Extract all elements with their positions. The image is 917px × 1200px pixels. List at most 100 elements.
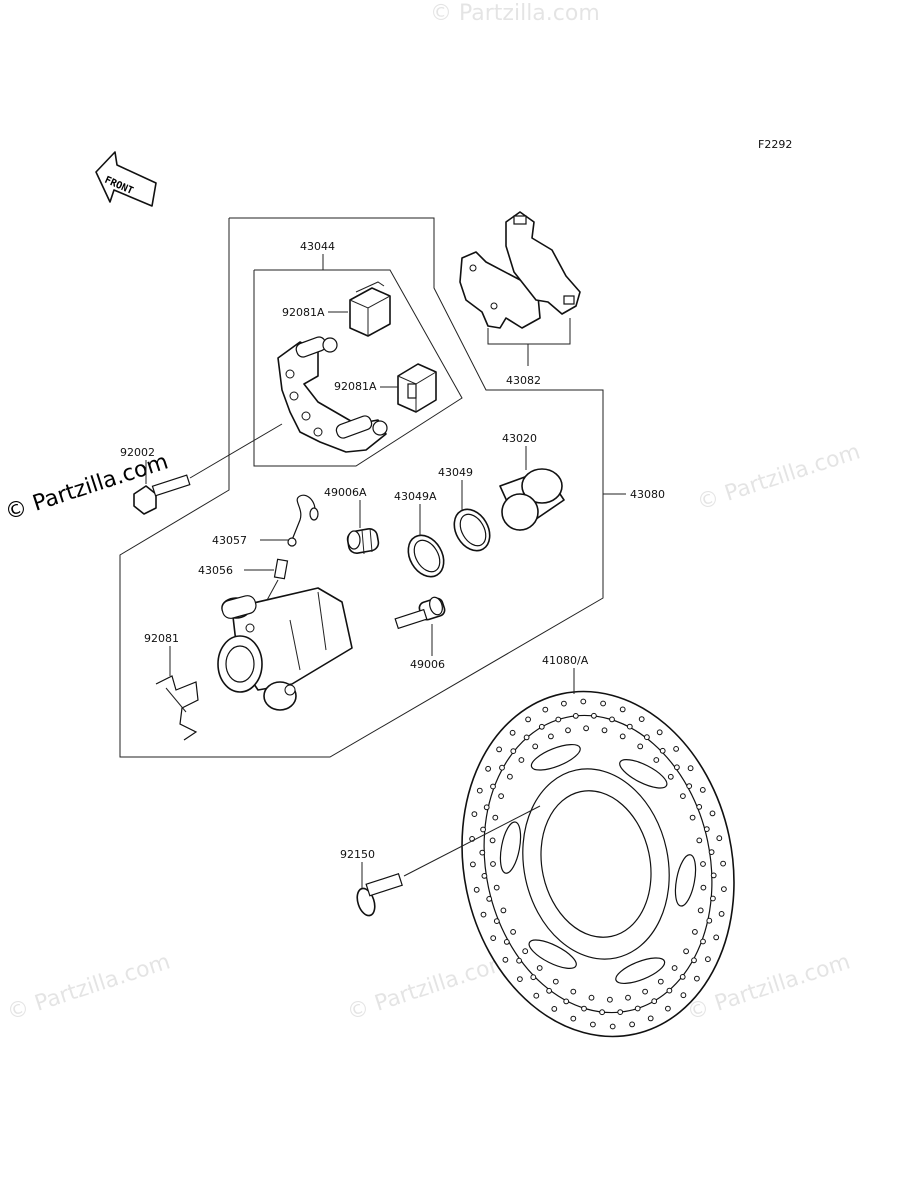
assembly-outline-43080 [119,217,604,758]
disc-hole [644,734,650,741]
disc-hole [498,793,505,799]
seal-43049 [453,508,491,552]
leader-92002-axis [189,423,283,479]
disc-hole [572,713,579,719]
disc-hole [563,998,570,1005]
disc-hole [700,938,706,945]
disc-hole [619,733,626,740]
disc-hole [601,727,608,734]
brake-pad-front [459,251,541,329]
disc-hole [656,729,663,736]
disc-hole [518,757,525,763]
disc-hole [686,783,693,789]
watermark-text: © Partzilla.com [4,949,173,1025]
label-43020: 43020 [502,432,537,445]
label-92002: 92002 [120,446,155,459]
disc-hole [570,1015,577,1022]
disc-hole [470,861,476,868]
disc-hole [500,907,507,914]
piston-43020 [499,468,565,531]
disc-hole [609,716,615,723]
disc-hole [551,1006,558,1012]
disc-hole [647,1015,654,1022]
disc-hole [696,837,703,844]
figure-code: F2292 [758,138,792,151]
label-49006: 49006 [410,658,445,671]
disc-hole [536,965,543,971]
disc-hole [496,746,503,753]
disc-hole [671,965,678,971]
brake-pad-rear [505,211,581,315]
disc-hole [522,948,529,955]
front-arrow-icon: FRONT [95,151,157,207]
disc-hole [510,929,516,935]
boot-92081A-lower [397,363,437,413]
label-92081A-upper: 92081A [282,306,325,319]
watermark-text: © Partzilla.com [694,439,863,515]
disc-hole [530,974,537,981]
disc-hole [480,826,487,833]
label-43057: 43057 [212,534,247,547]
disc-hole [538,723,545,730]
disc-hole [507,773,513,780]
leader-92150-axis [403,805,541,877]
disc-hole [626,723,633,730]
label-43056: 43056 [198,564,233,577]
disc-slot [615,957,666,985]
disc-hole [680,992,687,999]
label-43049A: 43049A [394,490,437,503]
disc-hole [476,787,483,794]
disc-hole [489,837,496,844]
disc-hole [490,861,496,867]
disc-hole [490,935,497,941]
disc-hole [542,706,549,713]
disc-hole [493,918,500,924]
disc-hole [516,957,522,964]
disc-hole [694,975,700,982]
disc-hole [492,814,499,821]
disc-hole [697,907,704,914]
disc-hole [581,1005,587,1012]
disc-hole [653,757,660,763]
disc-hole [555,716,562,723]
watermark-text: © Partzilla.com [430,1,600,26]
disc-hole [503,939,510,945]
disc-hole [651,998,658,1005]
bolt-92150 [356,873,403,917]
disc-hole [493,884,500,891]
disc-hole [721,886,727,892]
disc-hole [713,934,720,941]
disc-hole [552,978,559,985]
disc-hole [691,957,697,964]
disc-hole [716,835,723,842]
disc-hole [700,861,706,867]
dust-boot-49006A [346,527,380,555]
disc-hole [502,956,509,963]
disc-hole [591,712,597,719]
disc-hole [680,793,686,799]
caliper-bracket [277,336,388,453]
disc-hole [580,698,587,705]
disc-hole [619,706,626,713]
disc-hole [483,804,490,811]
disc-hole [481,873,488,879]
disc-hole [625,994,631,1001]
disc-hole [471,811,478,817]
disc-hole [634,1005,641,1012]
disc-slot [530,743,581,771]
pad-spring-92081 [155,675,199,741]
disc-hole [473,886,480,893]
disc-hole [687,765,694,772]
disc-hole [609,1023,616,1030]
bleed-valve-43056 [265,558,289,603]
pin-49006 [394,596,446,630]
disc-hole [490,783,496,790]
disc-hole [485,765,492,772]
disc-hole [548,733,554,740]
disc-hole [629,1021,635,1028]
disc-hole [525,716,531,723]
pipe-43057 [287,494,319,547]
disc-hole [590,1021,596,1028]
disc-hole [709,810,716,817]
